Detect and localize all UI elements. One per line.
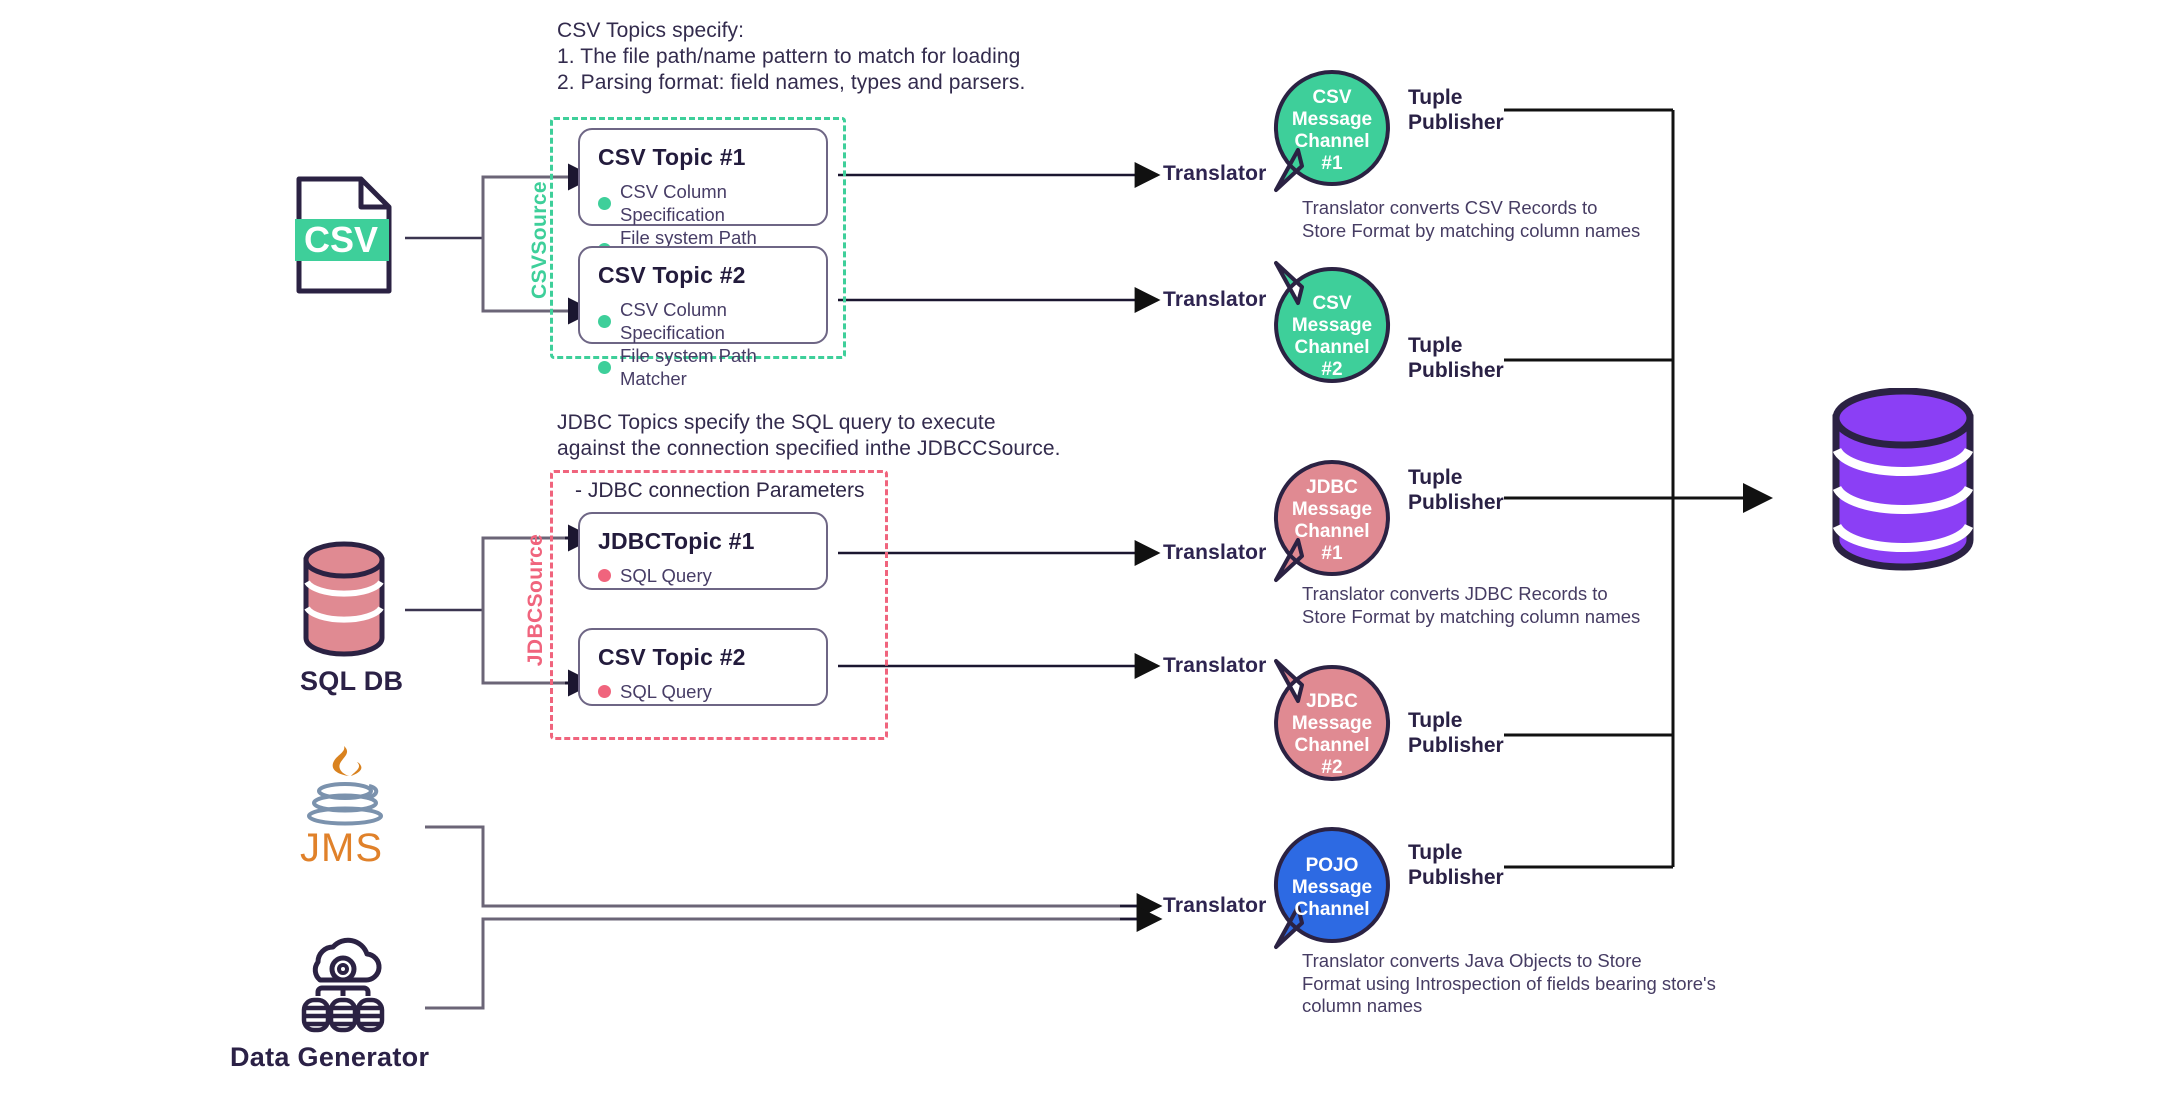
translator-2-label: Translator: [1163, 288, 1267, 311]
bullet-text: File system Path Matcher: [620, 345, 757, 389]
bullet-dot-icon: [598, 196, 611, 210]
translator-3-label: Translator: [1163, 541, 1267, 564]
jdbc-topic-1-title: JDBCTopic #1: [598, 528, 755, 554]
target-datastore-icon: [1828, 387, 1978, 573]
jdbc-translator-caption: Translator converts JDBC Records to Stor…: [1302, 583, 1641, 627]
csv-topic-2-card[interactable]: CSV Topic #2 CSV Column Specification Fi…: [578, 246, 828, 389]
jdbc-topic-2-bullet-1: SQL Query: [598, 680, 808, 703]
jdbcsource-group: [550, 470, 888, 740]
csv-topic-1-card[interactable]: CSV Topic #1 CSV Column Specification Fi…: [578, 128, 828, 271]
jdbc-message-channel-2-bubble[interactable]: JDBC Message Channel #2: [1272, 658, 1392, 783]
jdbcsource-label: JDBCSource: [524, 533, 547, 667]
csvsource-label: CSVSource: [528, 181, 552, 299]
sql-db-caption: SQL DB: [300, 666, 404, 696]
jdbc-topic-1-bullet-1: SQL Query: [598, 564, 808, 587]
java-coffee-cup-icon: [300, 740, 390, 832]
tuple-publisher-5-label: Tuple Publisher: [1408, 841, 1504, 889]
csvsource-label-wrap: CSVSource: [525, 170, 555, 310]
translator-5-label: Translator: [1163, 894, 1267, 917]
pojo-translator-caption: Translator converts Java Objects to Stor…: [1302, 950, 1716, 1016]
csv-message-channel-1-bubble[interactable]: CSV Message Channel #1: [1272, 68, 1392, 193]
data-generator-caption: Data Generator: [230, 1042, 430, 1072]
csv-message-channel-2-bubble[interactable]: CSV Message Channel #2: [1272, 260, 1392, 385]
csv-file-icon: CSV: [293, 175, 393, 295]
database-icon: [300, 540, 388, 658]
bullet-dot-icon: [598, 685, 611, 698]
tuple-publisher-2-label: Tuple Publisher: [1408, 334, 1504, 382]
translator-1-label: Translator: [1163, 162, 1267, 185]
csv-topic-2-bullet-1: CSV Column Specification: [598, 298, 808, 344]
bullet-dot-icon: [598, 360, 611, 374]
csv-translator-caption: Translator converts CSV Records to Store…: [1302, 197, 1641, 241]
jdbc-message-channel-1-bubble[interactable]: JDBC Message Channel #1: [1272, 458, 1392, 583]
bullet-text: SQL Query: [620, 681, 712, 702]
jdbc-topic-2-card[interactable]: CSV Topic #2 SQL Query: [578, 628, 828, 706]
csv-topic-1-bullet-1: CSV Column Specification: [598, 180, 808, 226]
jdbc-connection-parameters-legend: - JDBC connection Parameters: [575, 479, 865, 502]
bullet-text: CSV Column Specification: [620, 181, 727, 225]
csv-topic-2-title: CSV Topic #2: [598, 262, 746, 288]
bullet-text: CSV Column Specification: [620, 299, 727, 343]
jms-caption: JMS: [300, 826, 383, 870]
bullet-dot-icon: [598, 569, 611, 582]
jdbc-topic-2-title: CSV Topic #2: [598, 644, 746, 670]
tuple-publisher-1-label: Tuple Publisher: [1408, 86, 1504, 134]
cloud-gear-db-icon: [288, 928, 398, 1038]
tuple-publisher-4-label: Tuple Publisher: [1408, 709, 1504, 757]
translator-4-label: Translator: [1163, 654, 1267, 677]
bullet-dot-icon: [598, 314, 611, 328]
jdbc-topic-1-card[interactable]: JDBCTopic #1 SQL Query: [578, 512, 828, 590]
csv-topic-1-title: CSV Topic #1: [598, 144, 746, 170]
svg-text:CSV: CSV: [304, 219, 378, 260]
bullet-text: SQL Query: [620, 565, 712, 586]
jdbcsource-label-wrap: JDBCSource: [521, 520, 551, 680]
pojo-message-channel-bubble[interactable]: POJO Message Channel: [1272, 825, 1392, 950]
csvsource-group: [550, 117, 846, 359]
csv-topic-2-bullet-2: File system Path Matcher: [598, 344, 808, 390]
csv-topics-note: CSV Topics specify: 1. The file path/nam…: [557, 19, 1026, 94]
tuple-publisher-3-label: Tuple Publisher: [1408, 466, 1504, 514]
jdbc-topics-note: JDBC Topics specify the SQL query to exe…: [557, 411, 1061, 460]
